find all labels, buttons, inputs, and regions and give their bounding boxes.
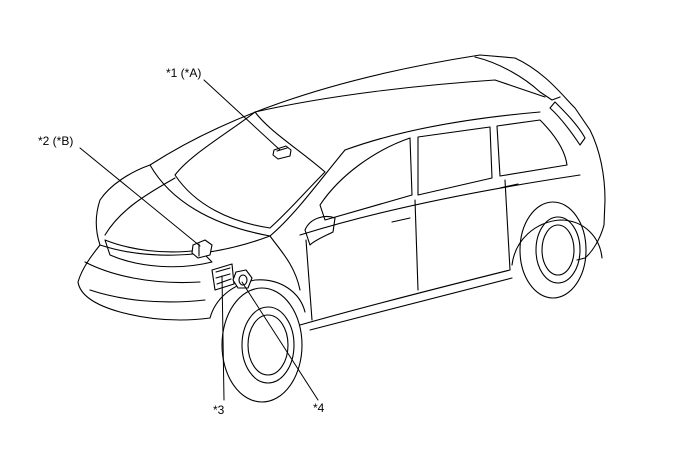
part-2-component (191, 239, 213, 259)
leader-line-4 (241, 281, 319, 401)
leader-line-3 (221, 275, 225, 401)
leader-line-1 (203, 79, 281, 151)
part-1-component (272, 145, 292, 160)
front-wheel (221, 287, 303, 403)
callout-3-label: *3 (213, 403, 225, 417)
part-3-component (211, 263, 235, 291)
car-body-outline (77, 54, 606, 331)
rear-wheel (519, 201, 587, 299)
leader-line-2 (79, 147, 201, 247)
callout-4-label: *4 (313, 401, 325, 415)
callout-2-label: *2 (*B) (38, 134, 74, 148)
callout-1-label: *1 (*A) (166, 66, 202, 80)
leader-lines (79, 79, 319, 401)
part-4-component (232, 269, 253, 289)
